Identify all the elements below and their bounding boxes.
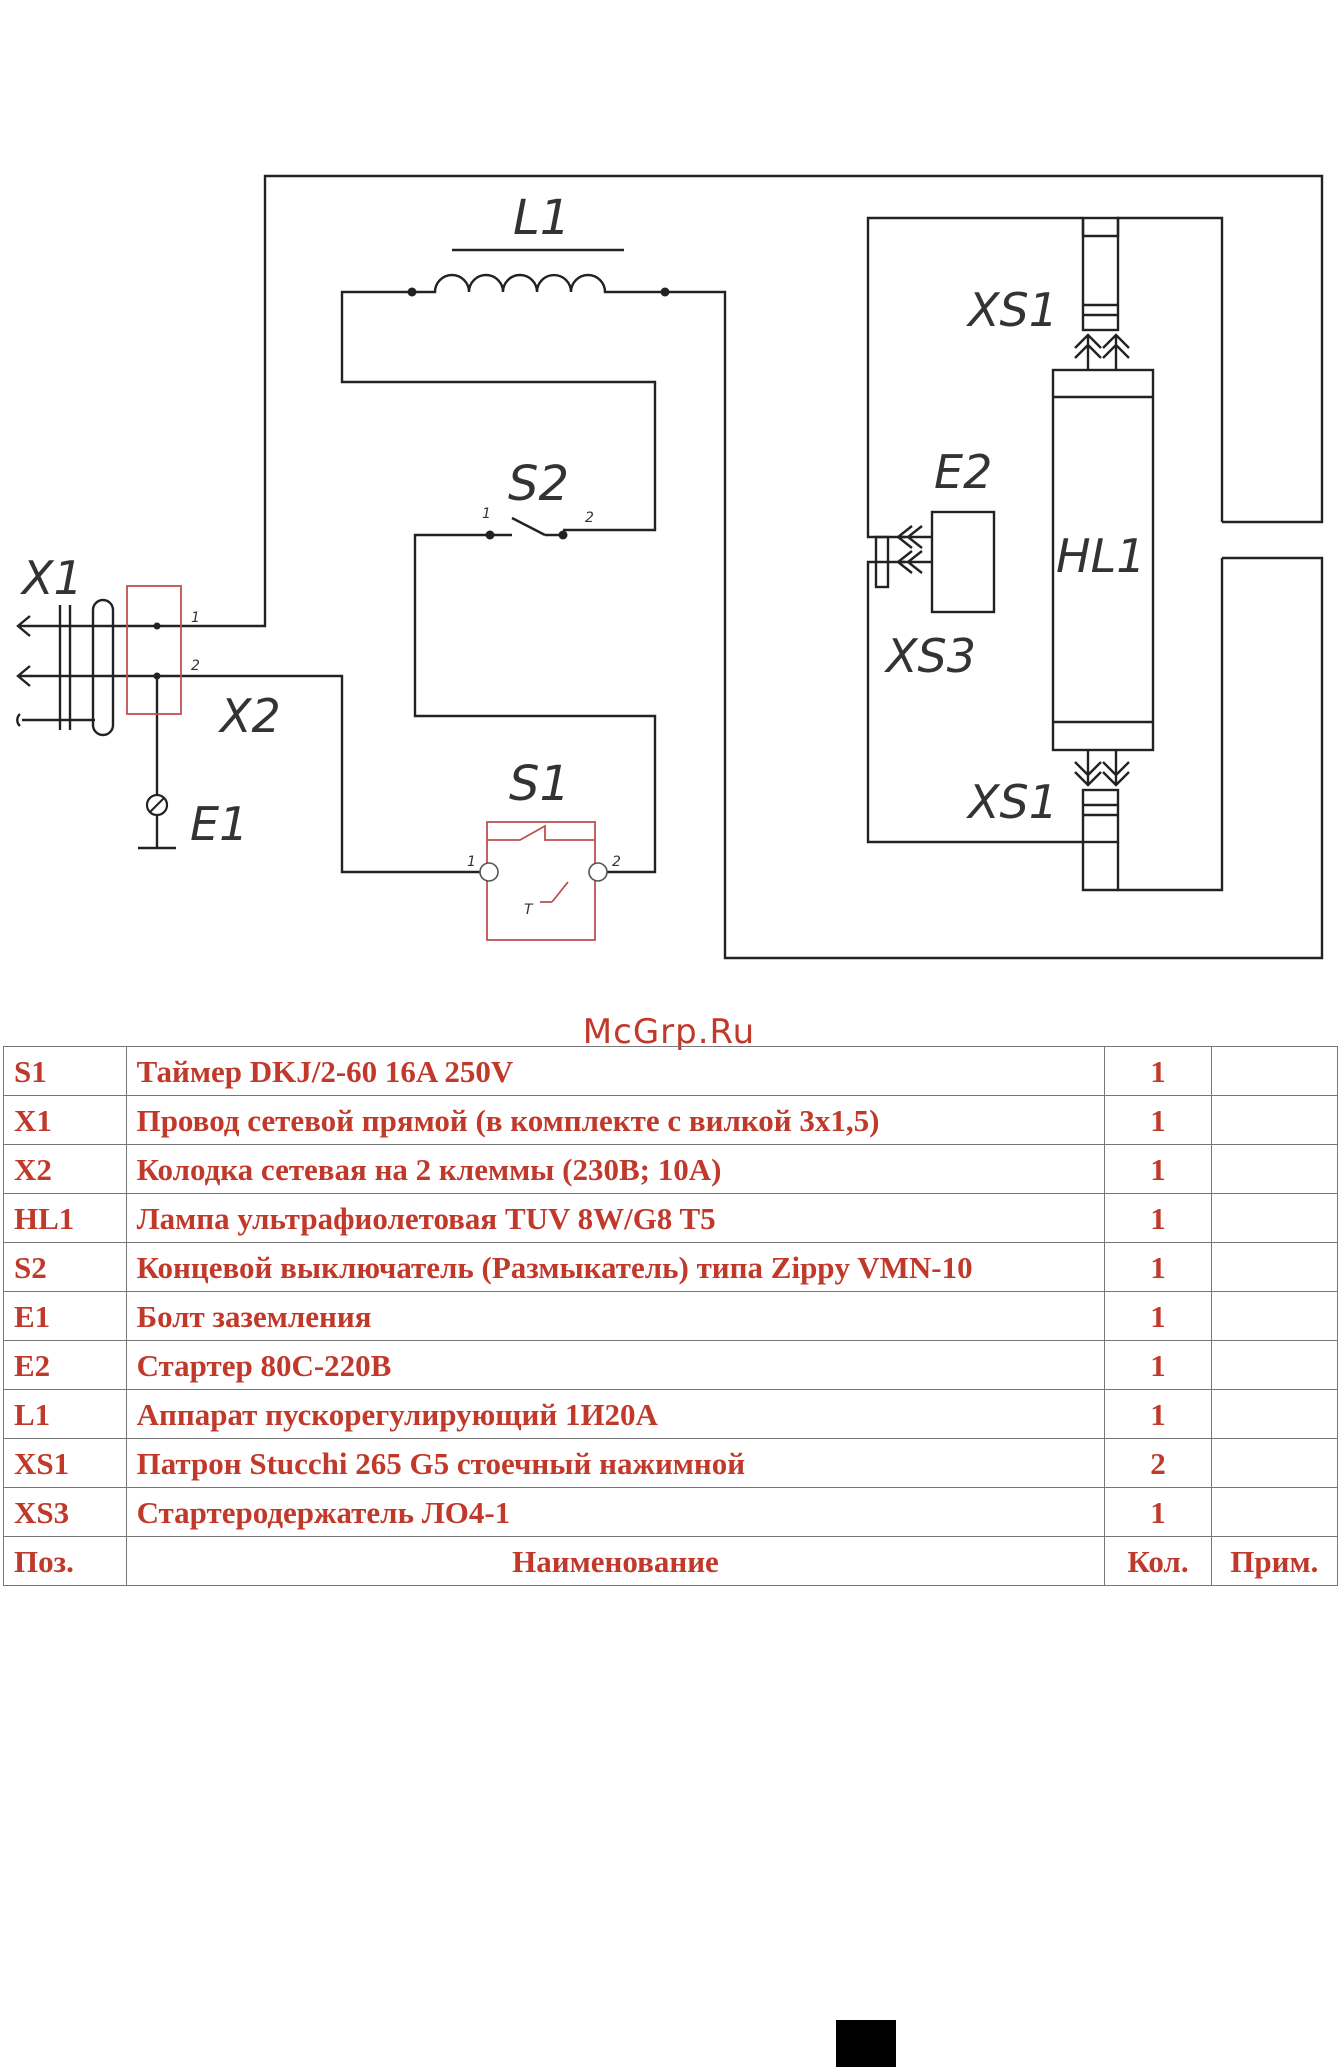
name-cell: Концевой выключатель (Размыкатель) типа … <box>125 1242 1106 1292</box>
name-cell: Таймер DKJ/2-60 16A 250V <box>125 1046 1106 1096</box>
table-row: S2 Концевой выключатель (Размыкатель) ти… <box>3 1242 1338 1292</box>
table-row: XS3 Стартеродержатель ЛО4-1 1 <box>3 1487 1338 1537</box>
note-cell <box>1210 1144 1338 1194</box>
header-qty: Кол. <box>1104 1536 1212 1586</box>
name-cell: Стартеродержатель ЛО4-1 <box>125 1487 1106 1537</box>
qty-cell: 1 <box>1104 1095 1212 1145</box>
pos-cell: X2 <box>3 1144 127 1194</box>
name-cell: Болт заземления <box>125 1291 1106 1341</box>
name-cell: Провод сетевой прямой (в комплекте с вил… <box>125 1095 1106 1145</box>
label-s2: S2 <box>508 456 569 512</box>
pos-cell: E2 <box>3 1340 127 1390</box>
pos-cell: S2 <box>3 1242 127 1292</box>
label-xs1-bottom: XS1 <box>966 775 1058 829</box>
note-cell <box>1210 1095 1338 1145</box>
label-x1: X1 <box>20 551 83 605</box>
note-cell <box>1210 1438 1338 1488</box>
table-row: X2 Колодка сетевая на 2 клеммы (230В; 10… <box>3 1144 1338 1194</box>
label-xs1-top: XS1 <box>966 283 1058 337</box>
header-name: Наименование <box>125 1536 1106 1586</box>
parts-list-table: S1 Таймер DKJ/2-60 16A 250V 1 X1 Провод … <box>3 1046 1338 1586</box>
table-row: L1 Аппарат пускорегулирующий 1И20А 1 <box>3 1389 1338 1439</box>
timer-mark: T <box>524 902 534 918</box>
pin-s1-1: 1 <box>467 854 476 870</box>
note-cell <box>1210 1242 1338 1292</box>
pos-cell: X1 <box>3 1095 127 1145</box>
pos-cell: E1 <box>3 1291 127 1341</box>
note-cell <box>1210 1340 1338 1390</box>
label-xs3: XS3 <box>884 629 976 683</box>
lamp-hl1 <box>1051 368 1155 752</box>
qty-cell: 2 <box>1104 1438 1212 1488</box>
plug-x1 <box>16 598 160 737</box>
qty-cell: 1 <box>1104 1144 1212 1194</box>
ground-bolt-e1 <box>145 793 169 817</box>
switch-s2 <box>485 516 568 540</box>
name-cell: Лампа ультрафиолетовая TUV 8W/G8 T5 <box>125 1193 1106 1243</box>
pos-cell: XS1 <box>3 1438 127 1488</box>
qty-cell: 1 <box>1104 1389 1212 1439</box>
socket-xs1-bottom <box>1074 750 1130 844</box>
table-row: HL1 Лампа ультрафиолетовая TUV 8W/G8 T5 … <box>3 1193 1338 1243</box>
pin-s2-1: 1 <box>482 506 491 522</box>
terminal-block-x2 <box>126 585 182 715</box>
qty-cell: 1 <box>1104 1487 1212 1537</box>
note-cell <box>1210 1193 1338 1243</box>
table-row: E1 Болт заземления 1 <box>3 1291 1338 1341</box>
timer-s1 <box>479 821 608 941</box>
pin-s1-2: 2 <box>612 854 621 870</box>
label-e2: E2 <box>934 445 992 499</box>
name-cell: Стартер 80С-220В <box>125 1340 1106 1390</box>
watermark: McGrp.Ru <box>582 1012 756 1052</box>
table-row: XS1 Патрон Stucchi 265 G5 стоечный нажим… <box>3 1438 1338 1488</box>
name-cell: Патрон Stucchi 265 G5 стоечный нажимной <box>125 1438 1106 1488</box>
label-e1: E1 <box>190 797 248 851</box>
note-cell <box>1210 1389 1338 1439</box>
pos-cell: XS3 <box>3 1487 127 1537</box>
label-x2: X2 <box>218 689 281 743</box>
label-hl1: HL1 <box>1056 529 1145 583</box>
qty-cell: 1 <box>1104 1193 1212 1243</box>
label-l1: L1 <box>513 190 570 246</box>
pos-cell: L1 <box>3 1389 127 1439</box>
wiring-diagram: L1 S2 S1 X1 X2 E1 E2 HL1 XS1 XS1 XS3 1 2… <box>16 174 1324 960</box>
label-s1: S1 <box>509 756 570 812</box>
qty-cell: 1 <box>1104 1046 1212 1096</box>
name-cell: Колодка сетевая на 2 клеммы (230В; 10А) <box>125 1144 1106 1194</box>
pin-x1-2: 2 <box>191 658 200 674</box>
table-row: S1 Таймер DKJ/2-60 16A 250V 1 <box>3 1046 1338 1096</box>
qty-cell: 1 <box>1104 1291 1212 1341</box>
qty-cell: 1 <box>1104 1340 1212 1390</box>
note-cell <box>1210 1046 1338 1096</box>
name-cell: Аппарат пускорегулирующий 1И20А <box>125 1389 1106 1439</box>
table-row: E2 Стартер 80С-220В 1 <box>3 1340 1338 1390</box>
pos-cell: HL1 <box>3 1193 127 1243</box>
header-note: Прим. <box>1210 1536 1338 1586</box>
starter-e2 <box>930 510 996 614</box>
inductor-l1 <box>407 248 670 297</box>
note-cell <box>1210 1291 1338 1341</box>
page-marker-block <box>836 2020 896 2067</box>
note-cell <box>1210 1487 1338 1537</box>
starter-holder-xs3 <box>874 525 932 589</box>
socket-xs1-top <box>1074 216 1130 370</box>
pin-x1-1: 1 <box>191 610 200 626</box>
table-row: X1 Провод сетевой прямой (в комплекте с … <box>3 1095 1338 1145</box>
header-pos: Поз. <box>3 1536 127 1586</box>
table-header-row: Поз. Наименование Кол. Прим. <box>3 1536 1338 1586</box>
pin-s2-2: 2 <box>585 510 594 526</box>
qty-cell: 1 <box>1104 1242 1212 1292</box>
pos-cell: S1 <box>3 1046 127 1096</box>
